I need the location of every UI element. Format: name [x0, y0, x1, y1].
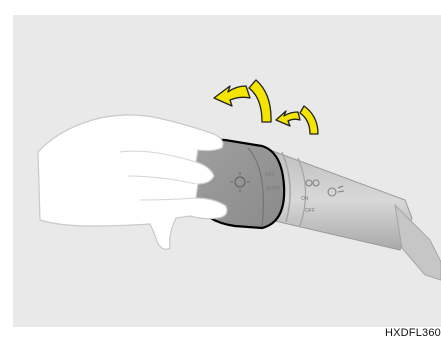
hand-icon — [38, 115, 227, 249]
knob-label-off: OFF — [265, 172, 275, 178]
stalk-label-off: OFF — [305, 208, 315, 214]
light-switch-stalk-icon: OFF ON — [262, 150, 441, 280]
figure-code: HXDFL360 — [385, 327, 441, 339]
rotate-arrow-icon — [214, 80, 318, 134]
stalk-label-on: ON — [301, 196, 309, 202]
knob-label-auto: AUTO — [266, 186, 280, 192]
